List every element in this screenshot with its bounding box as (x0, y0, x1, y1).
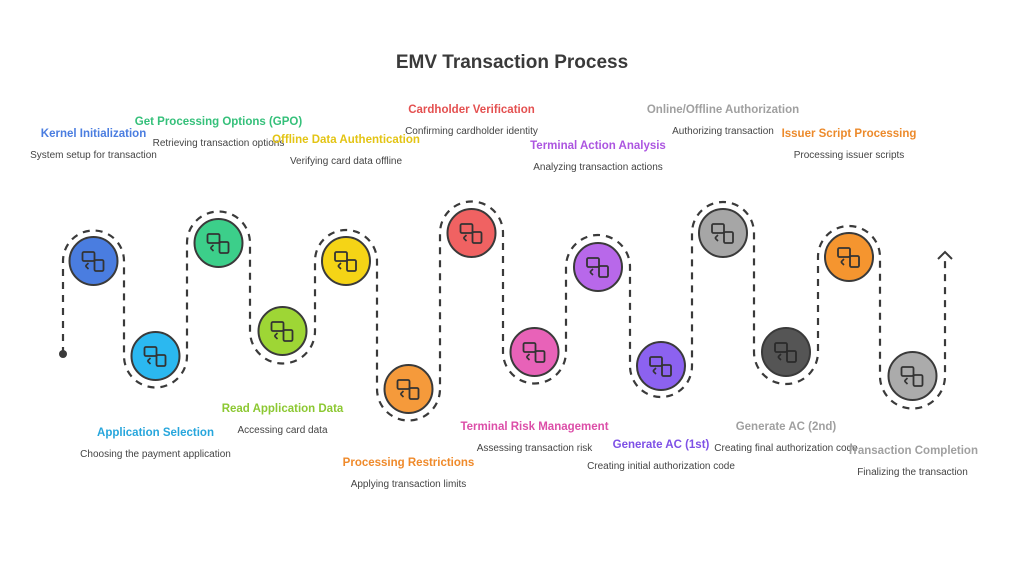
step-description: Accessing card data (237, 425, 328, 436)
step-node (130, 331, 181, 381)
step-description: Creating initial authorization code (587, 461, 735, 472)
arrowhead-icon (937, 250, 953, 260)
step-label: Get Processing Options (GPO) Retrieving t… (134, 115, 304, 150)
step-title: Generate AC (1st) (612, 439, 710, 451)
step-description: Verifying card data offline (289, 156, 403, 167)
code-exchange-icon (837, 247, 860, 268)
step-node (887, 351, 938, 401)
dashed-path (61, 200, 947, 422)
step-description: Creating final authorization code (714, 443, 858, 454)
step-node (68, 236, 119, 286)
step-title: Get Processing Options (GPO) (134, 116, 303, 128)
step-label: Generate AC (2nd) Creating final authoriz… (701, 420, 871, 455)
step-description: Applying transaction limits (350, 479, 467, 490)
step-title: Application Selection (97, 427, 214, 439)
step-title: Issuer Script Processing (781, 128, 917, 140)
step-node (698, 208, 748, 258)
wallet-transfer-icon (711, 223, 734, 244)
phone-calculator-icon (900, 366, 924, 387)
step-title: Online/Offline Authorization (646, 104, 800, 116)
barrier-icon (396, 379, 420, 400)
sign-in-icon (649, 356, 672, 377)
step-description: Confirming cardholder identity (405, 126, 538, 137)
step-title: Terminal Risk Management (460, 421, 609, 433)
step-node (761, 327, 811, 377)
card-to-bag-icon (270, 321, 294, 342)
step-node (193, 218, 244, 268)
step-node (573, 242, 623, 292)
step-label: Generate AC (1st) Creating initial author… (576, 438, 746, 473)
step-node (824, 232, 874, 282)
step-title: Read Application Data (221, 403, 344, 415)
step-node (636, 341, 686, 391)
step-node (383, 364, 434, 414)
step-title: Kernel Initialization (40, 128, 147, 140)
lock-gear-icon (774, 342, 797, 363)
step-description: Processing issuer scripts (793, 150, 905, 161)
step-description: System setup for transaction (30, 150, 157, 161)
diagram-title: EMV Transaction Process (395, 52, 629, 73)
step-node (509, 327, 560, 377)
step-description: Assessing transaction risk (476, 443, 593, 454)
terminal-tap-icon (586, 257, 609, 278)
user-card-icon (459, 223, 483, 244)
step-description: Authorizing transaction (672, 126, 774, 137)
step-title: Terminal Action Analysis (530, 140, 666, 152)
step-description: Retrieving transaction options (152, 138, 285, 149)
step-node (257, 306, 308, 356)
phone-otp-icon (206, 233, 230, 254)
step-node (321, 236, 371, 286)
card-to-phone-icon (81, 251, 105, 272)
basket-warning-icon (522, 342, 546, 363)
step-node (446, 208, 497, 258)
step-description: Analyzing transaction actions (533, 162, 663, 173)
step-title: Cardholder Verification (408, 104, 535, 116)
step-title: Transaction Completion (847, 445, 978, 457)
start-dot (59, 350, 67, 358)
step-title: Offline Data Authentication (272, 134, 420, 146)
step-title: Processing Restrictions (342, 457, 475, 469)
step-title: Generate AC (2nd) (735, 421, 837, 433)
step-description: Finalizing the transaction (857, 467, 968, 478)
step-description: Choosing the payment application (80, 449, 231, 460)
document-alert-icon (334, 251, 357, 272)
card-phone-exchange-icon (143, 346, 167, 367)
